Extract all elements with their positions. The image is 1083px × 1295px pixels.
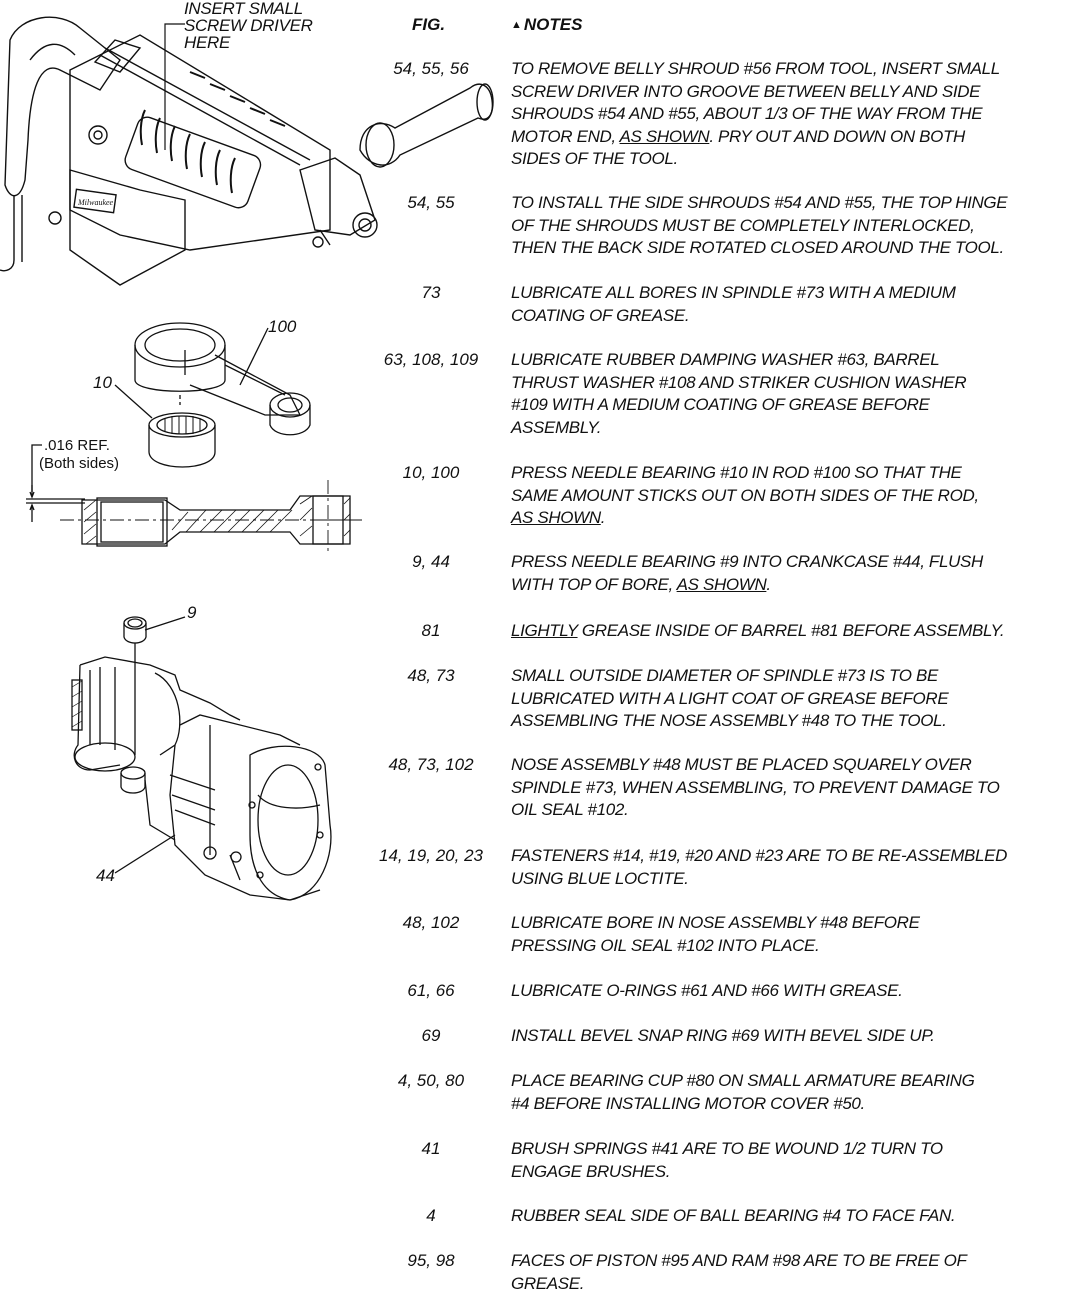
note-text: LUBRICATE ALL BORES IN SPINDLE #73 WITH … <box>511 283 956 325</box>
fig-column-header: FIG. <box>412 15 446 34</box>
note-fig-refs: 63, 108, 109 <box>383 350 479 369</box>
note-text: PLACE BEARING CUP #80 ON SMALL ARMATURE … <box>511 1071 975 1113</box>
note-fig-refs: 73 <box>421 283 441 302</box>
note-text: FACES OF PISTON #95 AND RAM #98 ARE TO B… <box>511 1251 967 1293</box>
crankcase-illustration <box>71 616 332 901</box>
note-fig-refs: 81 <box>421 621 441 640</box>
dimension-note: (Both sides) <box>39 455 120 472</box>
note-fig-refs: 48, 73, 102 <box>388 755 474 774</box>
note-text: TO REMOVE BELLY SHROUD #56 FROM TOOL, IN… <box>511 59 1000 169</box>
note-fig-refs: 69 <box>421 1026 441 1045</box>
note-text: SMALL OUTSIDE DIAMETER OF SPINDLE #73 IS… <box>511 666 949 731</box>
notes-column-header: ▲NOTES <box>511 15 582 35</box>
note-fig-refs: 95, 98 <box>407 1251 455 1270</box>
brand-badge: Milwaukee <box>77 198 114 207</box>
rotary-hammer-illustration: Milwaukee <box>0 16 494 286</box>
emphasized-text: AS SHOWN <box>676 574 767 594</box>
note-fig-refs: 10, 100 <box>402 463 460 482</box>
label-100: 100 <box>268 317 297 336</box>
note-text: NOSE ASSEMBLY #48 MUST BE PLACED SQUAREL… <box>511 755 1000 820</box>
notes-header-label: NOTES <box>523 15 583 34</box>
label-9: 9 <box>187 603 197 622</box>
note-fig-refs: 48, 73 <box>407 666 455 685</box>
note-fig-refs: 14, 19, 20, 23 <box>379 846 483 865</box>
note-text: LUBRICATE BORE IN NOSE ASSEMBLY #48 BEFO… <box>511 913 920 955</box>
note-text: RUBBER SEAL SIDE OF BALL BEARING #4 TO F… <box>511 1206 956 1225</box>
note-text: LIGHTLY GREASE INSIDE OF BARREL #81 BEFO… <box>511 621 1005 640</box>
note-fig-refs: 54, 55, 56 <box>393 59 469 78</box>
label-44: 44 <box>96 866 115 885</box>
warning-triangle-icon: ▲ <box>511 19 522 31</box>
note-text: PRESS NEEDLE BEARING #9 INTO CRANKCASE #… <box>511 552 983 594</box>
label-10: 10 <box>93 373 112 392</box>
note-fig-refs: 41 <box>421 1139 441 1158</box>
note-fig-refs: 4 <box>426 1206 436 1225</box>
note-text: BRUSH SPRINGS #41 ARE TO BE WOUND 1/2 TU… <box>511 1139 943 1181</box>
emphasized-text: AS SHOWN <box>511 508 601 528</box>
connecting-rod-illustration <box>26 322 362 555</box>
illustrations-column: Milwaukee INSERT SMALL SCREW DRIVER HERE <box>0 0 494 1290</box>
emphasized-text: AS SHOWN <box>619 126 710 146</box>
note-text: PRESS NEEDLE BEARING #10 IN ROD #100 SO … <box>511 463 979 528</box>
note-fig-refs: 48, 102 <box>402 913 460 932</box>
note-fig-refs: 54, 55 <box>407 193 455 212</box>
note-text: FASTENERS #14, #19, #20 AND #23 ARE TO B… <box>511 846 1008 888</box>
note-text: LUBRICATE O-RINGS #61 AND #66 WITH GREAS… <box>511 981 903 1000</box>
note-text: INSTALL BEVEL SNAP RING #69 WITH BEVEL S… <box>511 1026 935 1045</box>
note-fig-refs: 61, 66 <box>407 981 455 1000</box>
emphasized-text: LIGHTLY <box>511 621 578 640</box>
screwdriver-callout: INSERT SMALL SCREW DRIVER HERE <box>184 0 313 52</box>
note-fig-refs: 9, 44 <box>412 552 450 571</box>
dimension-ref: .016 REF. <box>44 437 110 454</box>
note-fig-refs: 4, 50, 80 <box>397 1071 465 1090</box>
note-text: LUBRICATE RUBBER DAMPING WASHER #63, BAR… <box>511 350 967 437</box>
note-text: TO INSTALL THE SIDE SHROUDS #54 AND #55,… <box>511 193 1008 258</box>
